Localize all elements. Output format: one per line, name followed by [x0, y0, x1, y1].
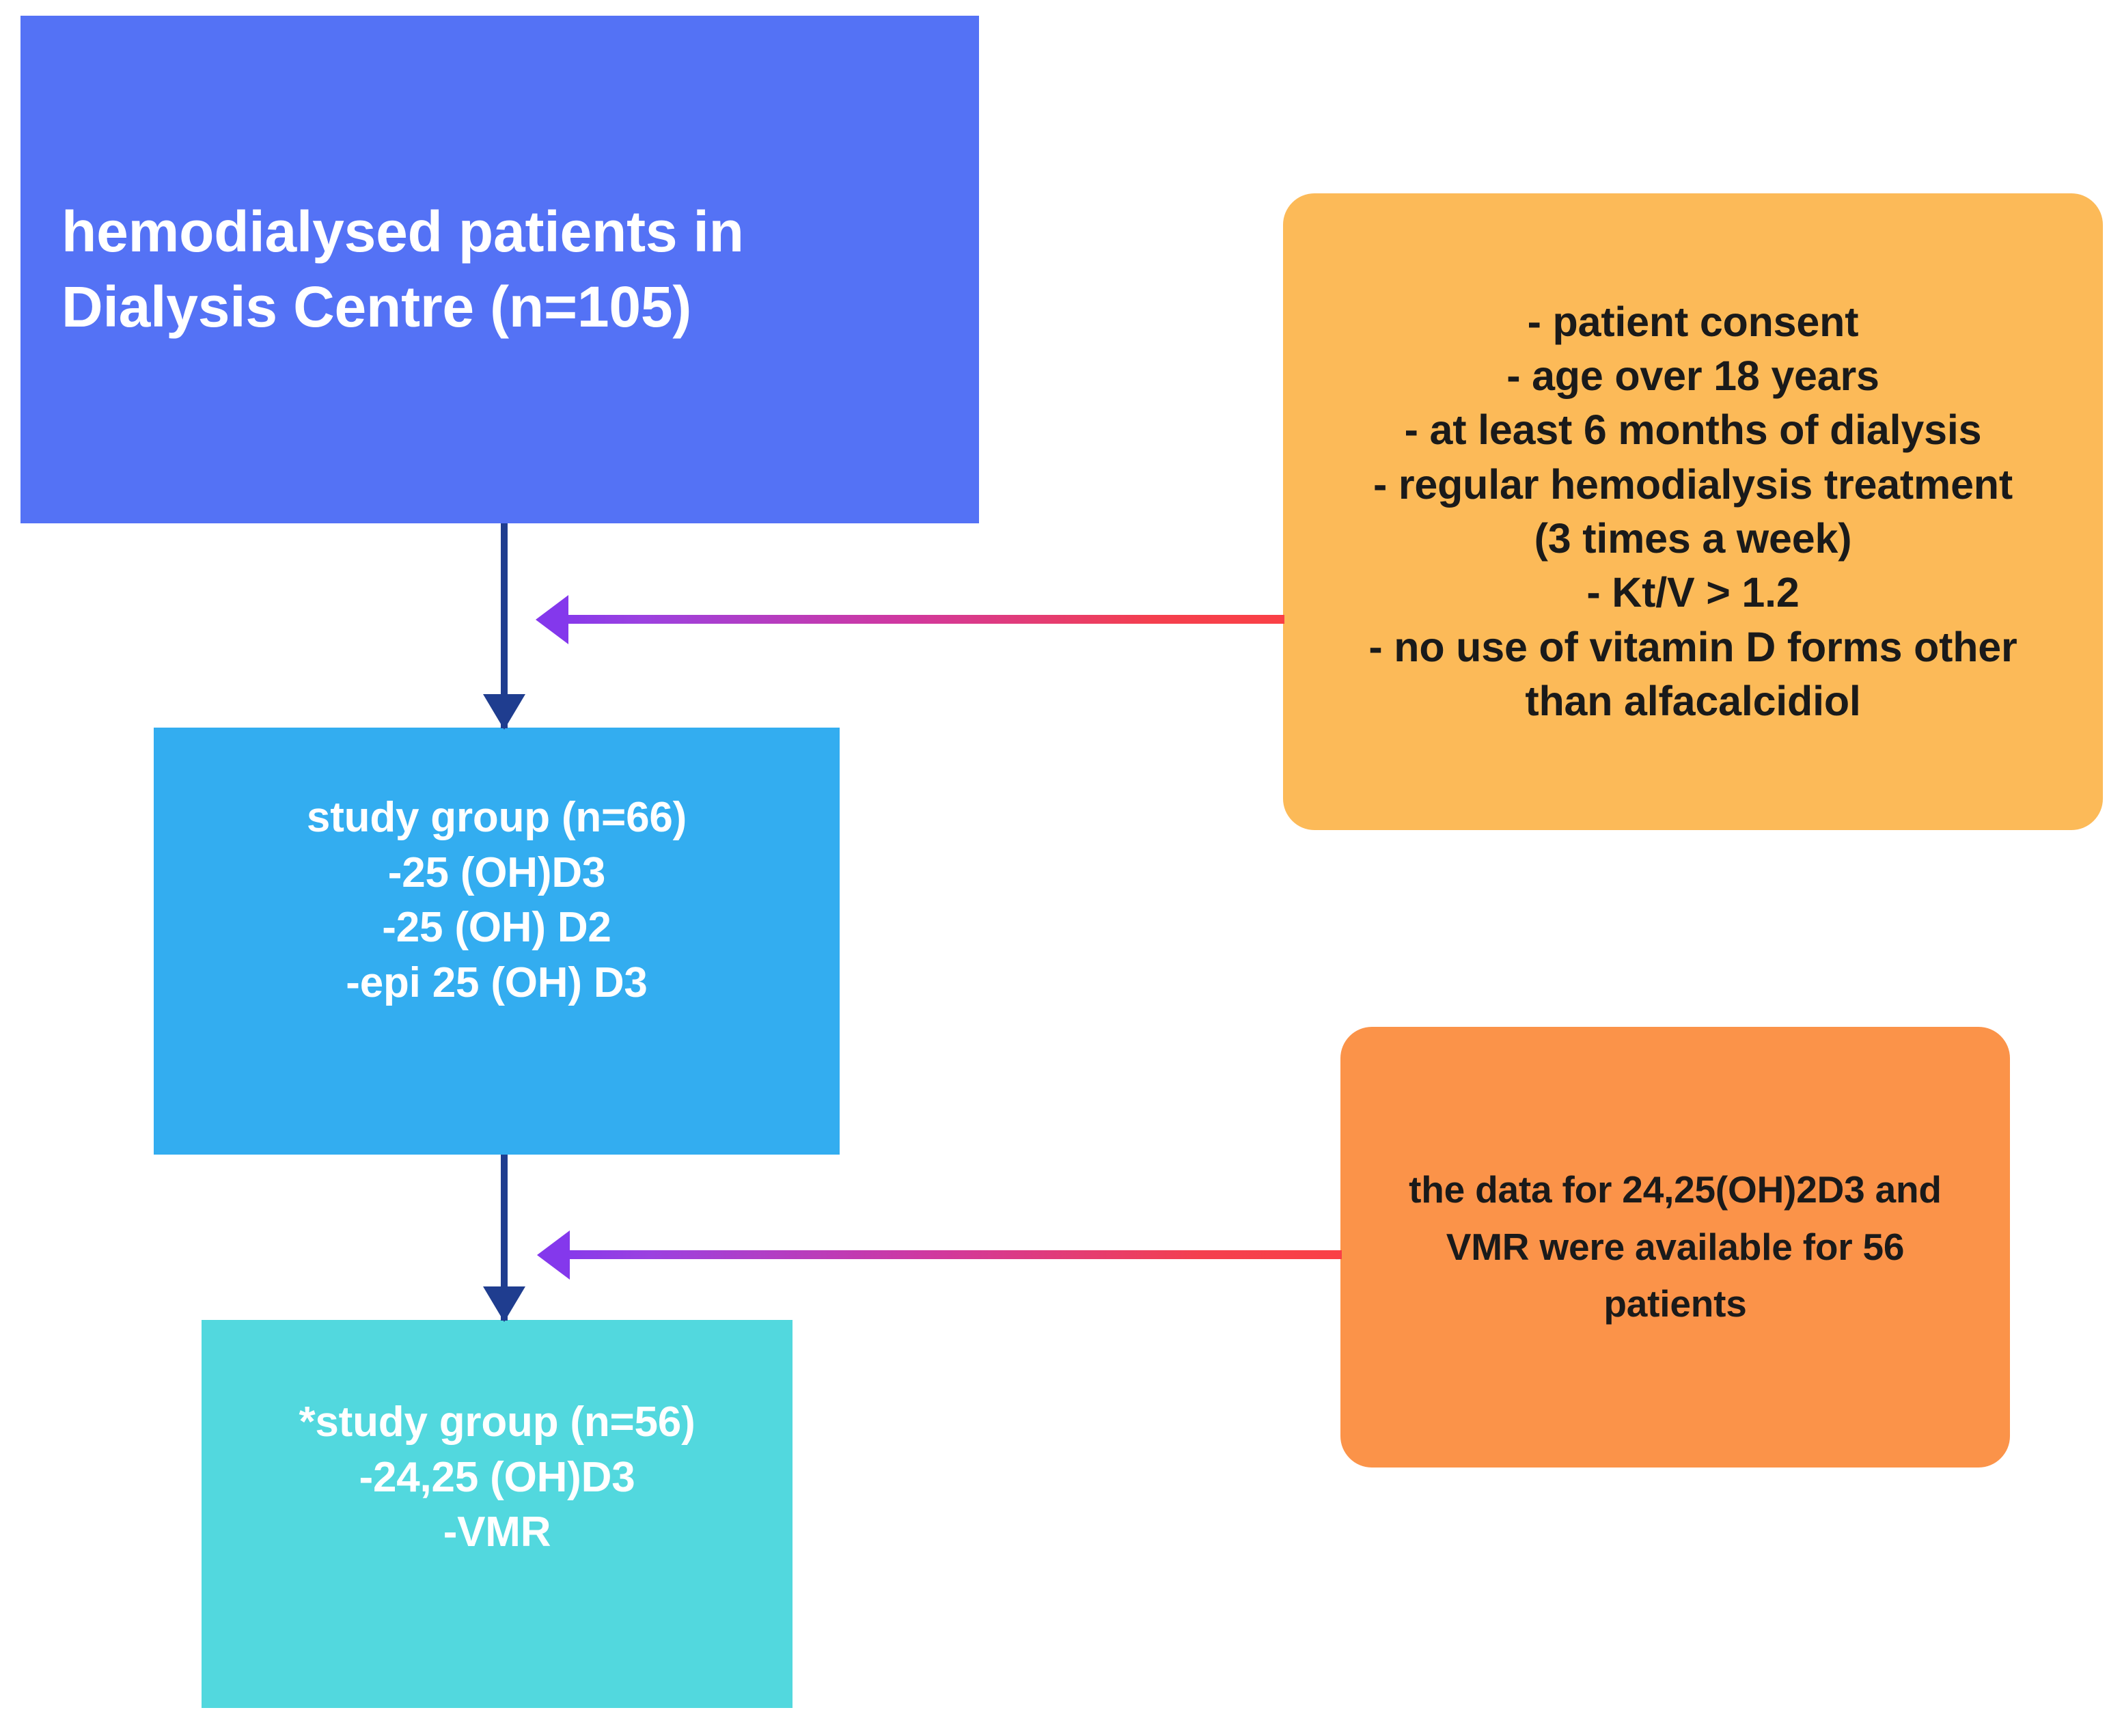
node-study-group-line-3: -25 (OH) D2: [382, 904, 611, 952]
inclusion-criterion-1: - patient consent: [1527, 298, 1859, 345]
node-study-group-sub-line-1: *study group (n=56): [299, 1399, 695, 1446]
inclusion-criterion-5: - Kt/V > 1.2: [1586, 569, 1800, 616]
arrow-head-left-icon: [537, 1230, 570, 1280]
node-study-group-line-2: -25 (OH)D3: [387, 849, 606, 896]
arrow-down-cohort-to-study-group: [501, 523, 508, 728]
node-study-group: study group (n=66) -25 (OH)D3 -25 (OH) D…: [154, 728, 840, 1155]
arrow-left-availability-to-flow: [537, 1230, 1342, 1280]
node-inclusion-criteria: - patient consent - age over 18 years - …: [1283, 193, 2103, 830]
node-study-group-sub: *study group (n=56) -24,25 (OH)D3 -VMR: [202, 1320, 793, 1708]
inclusion-criterion-6-cont: than alfacalcidiol: [1525, 677, 1861, 724]
node-availability-note: the data for 24,25(OH)2D3 and VMR were a…: [1340, 1027, 2010, 1468]
arrow-head-left-icon: [536, 594, 568, 644]
arrow-left-inclusion-to-flow: [536, 594, 1284, 644]
node-study-group-sub-line-3: -VMR: [443, 1508, 551, 1556]
node-study-group-sub-line-2: -24,25 (OH)D3: [359, 1453, 635, 1501]
inclusion-criterion-4-cont: (3 times a week): [1534, 515, 1852, 562]
inclusion-criterion-2: - age over 18 years: [1506, 353, 1879, 400]
inclusion-criterion-6: - no use of vitamin D forms other: [1368, 623, 2017, 670]
arrow-down-study-group-to-sub: [501, 1155, 508, 1321]
node-cohort-line-2: Dialysis Centre (n=105): [61, 274, 692, 339]
node-cohort-line-1: hemodialysed patients in: [61, 199, 744, 264]
node-study-group-line-1: study group (n=66): [306, 794, 687, 841]
node-cohort: hemodialysed patients in Dialysis Centre…: [20, 16, 979, 523]
inclusion-criterion-3: - at least 6 months of dialysis: [1404, 407, 1982, 454]
node-study-group-line-4: -epi 25 (OH) D3: [346, 959, 648, 1006]
availability-note-text: the data for 24,25(OH)2D3 and VMR were a…: [1409, 1168, 1942, 1325]
inclusion-criterion-4: - regular hemodialysis treatment: [1373, 460, 2013, 508]
